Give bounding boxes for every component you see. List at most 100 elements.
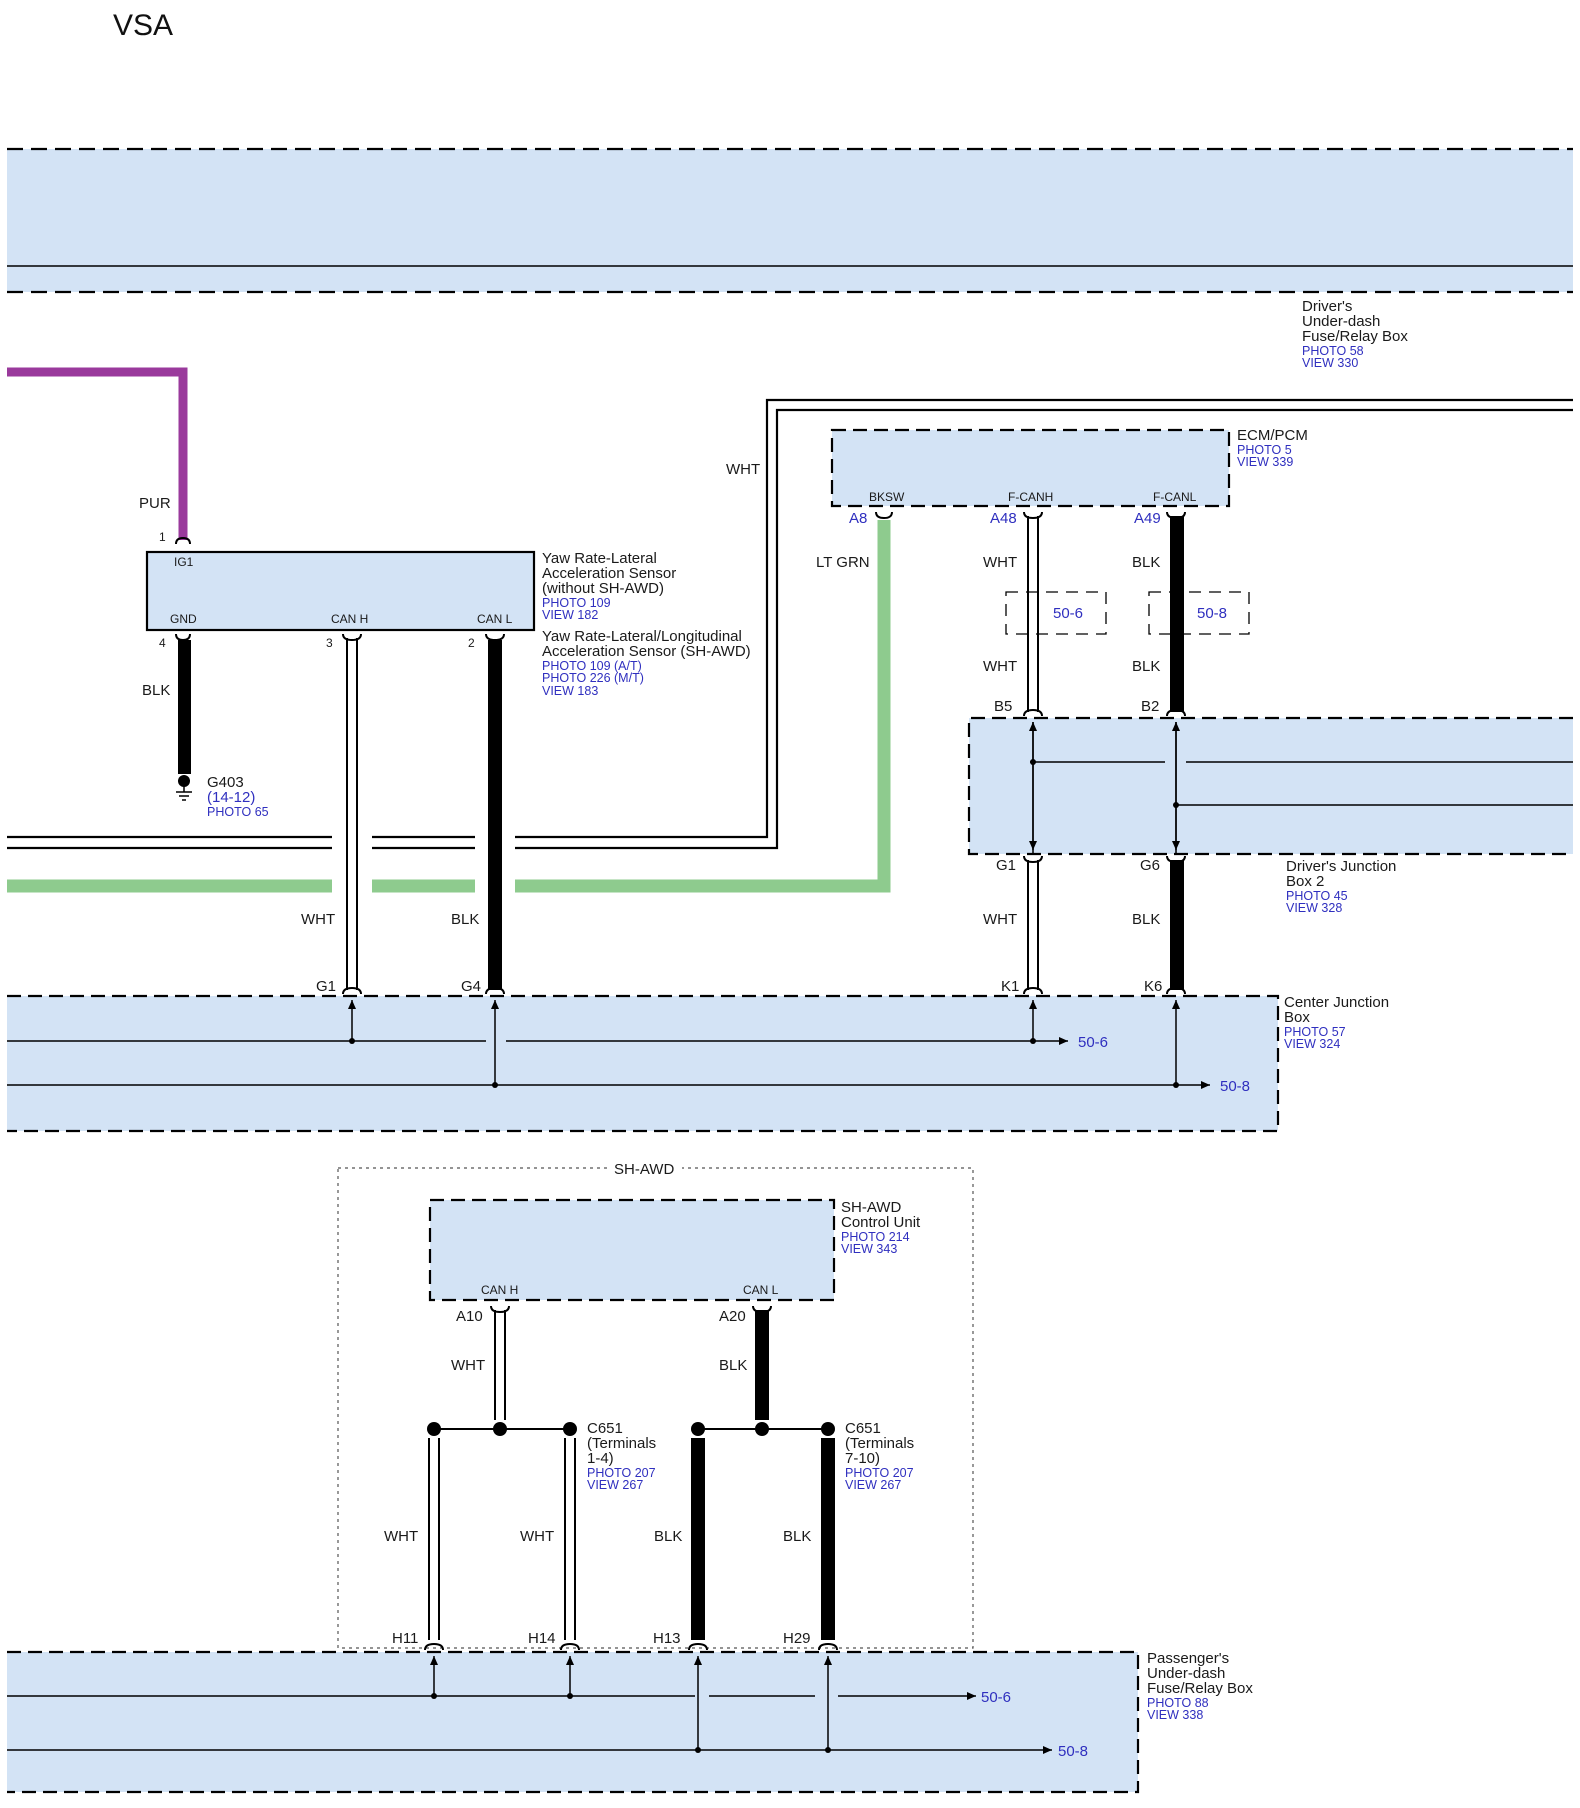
sh-awd-pin-can-l: CAN L (743, 1283, 779, 1297)
ecm-can-h-wht-label-2: WHT (983, 658, 1017, 675)
pfb-terminal-h13: H13 (653, 1630, 681, 1647)
sh-awd-view[interactable]: VIEW 343 (841, 1242, 897, 1256)
yaw-alt-photo-2[interactable]: PHOTO 226 (M/T) (542, 671, 644, 685)
c651a-view[interactable]: VIEW 267 (587, 1478, 643, 1492)
ecm-photo[interactable]: PHOTO 5 (1237, 443, 1292, 457)
shawd-can-l-blk-wire (755, 1310, 769, 1420)
passengers-fuse-box (7, 1650, 1140, 1794)
drivers-fuse-box-photo[interactable]: PHOTO 58 (1302, 344, 1364, 358)
yaw-alt-name-1: Yaw Rate-Lateral/Longitudinal (542, 628, 742, 645)
c651b-name-1: C651 (845, 1420, 881, 1437)
c651b-view[interactable]: VIEW 267 (845, 1478, 901, 1492)
ecm-pcm-box (830, 428, 1231, 508)
shawd-can-l-blk-label: BLK (719, 1357, 747, 1374)
c651b-photo[interactable]: PHOTO 207 (845, 1466, 914, 1480)
lt-grn-label: LT GRN (816, 554, 870, 571)
wht-bus-wire-outer (7, 398, 1573, 839)
h29-blk-wire (821, 1438, 835, 1640)
c651a-name-2: (Terminals (587, 1435, 656, 1452)
yaw-view[interactable]: VIEW 182 (542, 608, 598, 622)
ecm-can-l-blk-label-2: BLK (1132, 658, 1160, 675)
sh-awd-pin-can-h: CAN H (481, 1283, 518, 1297)
sh-awd-terminal-a20: A20 (719, 1308, 746, 1325)
jb2-view[interactable]: VIEW 328 (1286, 901, 1342, 915)
c651b-name-3: 7-10) (845, 1450, 880, 1467)
page-title: VSA (113, 9, 173, 42)
h13-blk-wire (691, 1438, 705, 1640)
jb2-can-l-blk-wire (1170, 860, 1184, 990)
sh-awd-group-border (337, 1160, 974, 1649)
sh-awd-photo[interactable]: PHOTO 214 (841, 1230, 910, 1244)
wht-bus-wire-inner (7, 408, 1573, 850)
cjb-photo[interactable]: PHOTO 57 (1284, 1025, 1346, 1039)
ecm-can-l-blk-wire (1170, 516, 1184, 712)
ecm-pin-bksw: BKSW (869, 490, 905, 504)
ref-box-50-8 (1148, 591, 1250, 635)
ecm-name: ECM/PCM (1237, 427, 1308, 444)
h11-wht-wire (428, 1438, 440, 1640)
c651a-name-3: 1-4) (587, 1450, 614, 1467)
jb2-can-h-wht-label: WHT (983, 911, 1017, 928)
ref-50-8-top[interactable]: 50-8 (1197, 605, 1227, 622)
drivers-fuse-box-view[interactable]: VIEW 330 (1302, 356, 1358, 370)
sh-awd-name-2: Control Unit (841, 1214, 921, 1231)
h14-wht-label: WHT (520, 1528, 554, 1545)
ecm-view[interactable]: VIEW 339 (1237, 455, 1293, 469)
pfb-view[interactable]: VIEW 338 (1147, 1708, 1203, 1722)
ecm-terminal-a8: A8 (849, 510, 867, 527)
yaw-name-1: Yaw Rate-Lateral (542, 550, 657, 567)
jb2-name-1: Driver's Junction (1286, 858, 1396, 875)
yaw-can-l-blk-wire (488, 640, 502, 990)
pfb-photo[interactable]: PHOTO 88 (1147, 1696, 1209, 1710)
yaw-photo[interactable]: PHOTO 109 (542, 596, 611, 610)
cjb-view[interactable]: VIEW 324 (1284, 1037, 1340, 1051)
h13-blk-label: BLK (654, 1528, 682, 1545)
drivers-fuse-box-name-2: Under-dash (1302, 313, 1380, 330)
ref-box-50-6 (1005, 591, 1107, 635)
jb2-photo[interactable]: PHOTO 45 (1286, 889, 1348, 903)
pfb-terminal-h11: H11 (392, 1630, 418, 1647)
ground-name: G403 (207, 774, 244, 791)
ecm-terminal-a49: A49 (1134, 510, 1161, 527)
cjb-terminal-k6: K6 (1144, 978, 1162, 995)
connector-caps (175, 511, 1186, 1651)
lt-grn-wire (7, 520, 891, 893)
pfb-terminal-h14: H14 (528, 1630, 556, 1647)
yaw-pin-2: 2 (468, 636, 475, 650)
cjb-ref-50-6[interactable]: 50-6 (1078, 1034, 1108, 1051)
pfb-ref-50-8[interactable]: 50-8 (1058, 1743, 1088, 1760)
drivers-fuse-box (7, 147, 1573, 294)
yaw-pin-1: 1 (159, 530, 166, 544)
cjb-name-2: Box (1284, 1009, 1310, 1026)
ground-photo[interactable]: PHOTO 65 (207, 805, 269, 819)
center-junction-box (7, 994, 1280, 1133)
pfb-terminal-h29: H29 (783, 1630, 811, 1647)
ecm-pin-f-canl: F-CANL (1153, 490, 1197, 504)
shawd-can-h-wht-wire (494, 1310, 506, 1420)
drivers-junction-box (967, 716, 1573, 856)
c651b-name-2: (Terminals (845, 1435, 914, 1452)
ref-50-6-top[interactable]: 50-6 (1053, 605, 1083, 622)
sh-awd-terminal-a10: A10 (456, 1308, 483, 1325)
pur-wire (7, 367, 188, 540)
sh-awd-control-unit-box (428, 1198, 836, 1302)
splice-can-h (493, 1422, 507, 1436)
yaw-alt-view[interactable]: VIEW 183 (542, 684, 598, 698)
cjb-ref-50-8[interactable]: 50-8 (1220, 1078, 1250, 1095)
yaw-name-3: (without SH-AWD) (542, 580, 664, 597)
cjb-terminal-g4: G4 (461, 978, 481, 995)
yaw-alt-photo-1[interactable]: PHOTO 109 (A/T) (542, 659, 642, 673)
ground-ref[interactable]: (14-12) (207, 789, 255, 806)
ecm-terminal-a48: A48 (990, 510, 1017, 527)
c651a-photo[interactable]: PHOTO 207 (587, 1466, 656, 1480)
yaw-pin-4: 4 (159, 636, 166, 650)
yaw-can-l-blk-label: BLK (451, 911, 479, 928)
sh-awd-name-1: SH-AWD (841, 1199, 901, 1216)
cjb-terminal-g1: G1 (316, 978, 336, 995)
pfb-ref-50-6[interactable]: 50-6 (981, 1689, 1011, 1706)
yaw-alt-name-2: Acceleration Sensor (SH-AWD) (542, 643, 751, 660)
ecm-can-h-wht-label-1: WHT (983, 554, 1017, 571)
jb2-can-l-blk-label: BLK (1132, 911, 1160, 928)
jb2-name-2: Box 2 (1286, 873, 1324, 890)
